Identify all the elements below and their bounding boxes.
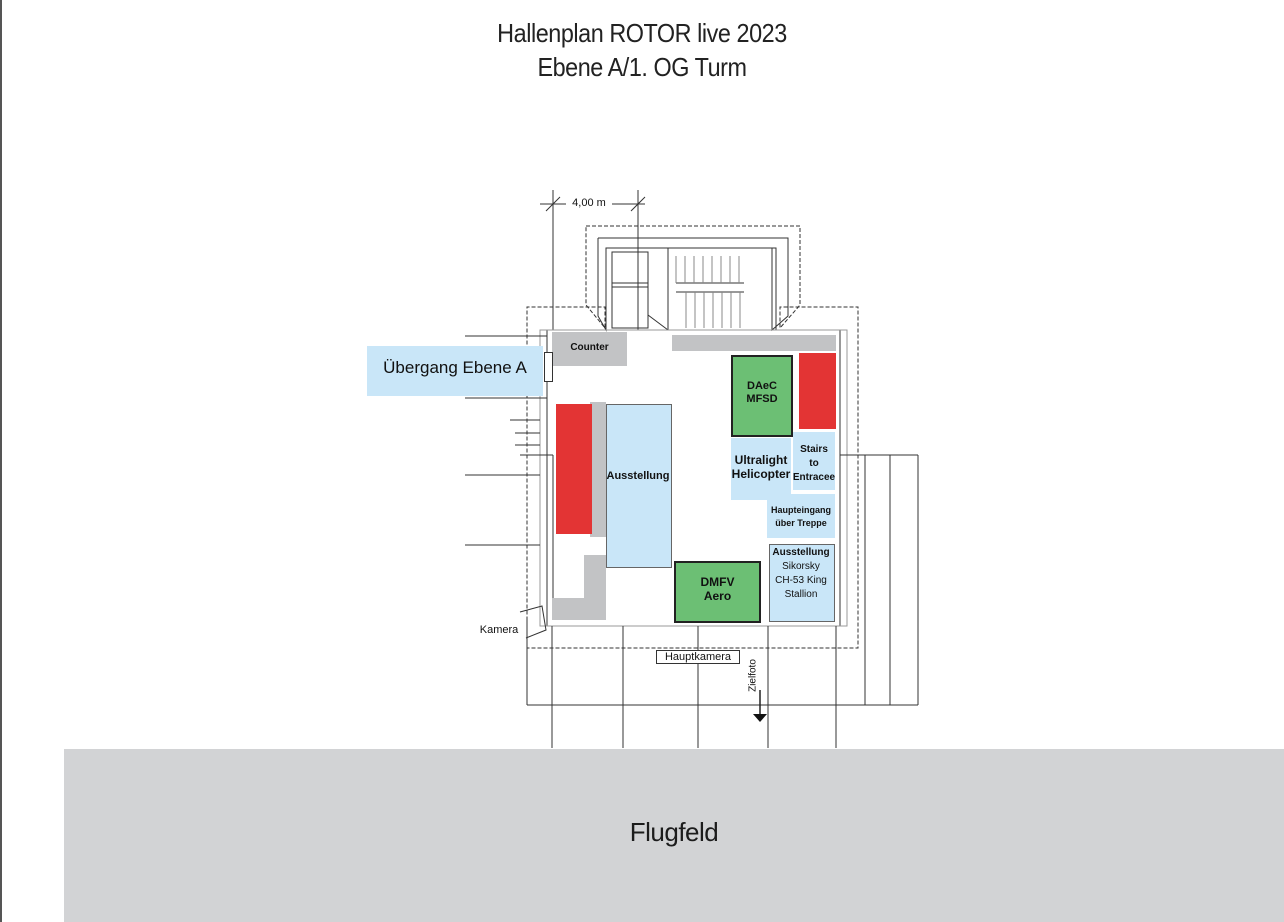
ultralight-box — [731, 438, 791, 500]
stair-left — [611, 251, 649, 329]
daec-line-1: DAeC — [747, 380, 777, 392]
stairs-label: Stairs to Entracee — [790, 443, 838, 485]
title-line-2: Ebene A/1. OG Turm — [537, 52, 747, 82]
outer-dashed-outline — [526, 225, 859, 649]
sikorsky-line-1: Ausstellung — [772, 547, 830, 558]
daec-line-2: MFSD — [746, 393, 778, 405]
haupteingang-box — [767, 494, 835, 538]
daec-label: DAeC MFSD — [731, 380, 793, 406]
daec-box — [731, 355, 793, 437]
flugfeld-label: Flugfeld — [629, 817, 719, 847]
page-title: Hallenplan ROTOR live 2023 Ebene A/1. OG… — [0, 16, 1284, 84]
flugfeld-area: Flugfeld — [64, 749, 1284, 922]
gray-strip-left — [590, 402, 606, 537]
sikorsky-line-3: CH-53 King — [775, 575, 827, 586]
ultralight-line-1: Ultralight — [734, 453, 788, 467]
door-marker — [544, 352, 553, 382]
stairs-line-3: Entracee — [792, 472, 836, 483]
title-line-1: Hallenplan ROTOR live 2023 — [497, 18, 787, 48]
stairs-box — [793, 432, 835, 490]
ausstellung-main-box — [606, 404, 672, 568]
red-area-right — [799, 353, 836, 429]
ultralight-line-2: Helicopter — [731, 467, 791, 481]
dmfv-line-1: DMFV — [700, 575, 735, 589]
dmfv-box — [674, 561, 761, 623]
dmfv-line-2: Aero — [703, 589, 732, 603]
stairs-line-1: Stairs — [800, 444, 828, 455]
red-area-left — [556, 404, 592, 534]
dimension-label: 4,00 m — [566, 197, 612, 209]
ultralight-label: Ultralight Helicopter — [729, 453, 793, 481]
page-border — [0, 0, 2, 922]
sikorsky-box — [769, 544, 835, 622]
haupteingang-label: Haupteingang über Treppe — [764, 504, 838, 530]
hauptkamera-label: Hauptkamera — [656, 650, 740, 664]
sikorsky-line-4: Stallion — [784, 589, 818, 600]
top-gray-bar — [672, 335, 836, 351]
ausstellung-main-label: Ausstellung — [606, 470, 670, 482]
arrow-down-icon — [753, 714, 767, 722]
sikorsky-label: Ausstellung Sikorsky CH-53 King Stallion — [766, 546, 836, 602]
dmfv-label: DMFV Aero — [674, 575, 761, 603]
sikorsky-line-2: Sikorsky — [782, 561, 820, 572]
haupteingang-line-1: Haupteingang — [771, 505, 831, 515]
haupteingang-line-2: über Treppe — [775, 518, 827, 528]
counter-label: Counter — [570, 342, 609, 353]
uebergang-box — [367, 346, 543, 396]
uebergang-label: Übergang Ebene A — [383, 358, 527, 377]
kamera-label: Kamera — [479, 624, 519, 636]
counter-block — [552, 332, 627, 366]
gray-l-horizontal — [552, 598, 606, 620]
zielfoto-label: Zielfoto — [747, 659, 759, 692]
stairs-line-2: to — [809, 458, 819, 469]
